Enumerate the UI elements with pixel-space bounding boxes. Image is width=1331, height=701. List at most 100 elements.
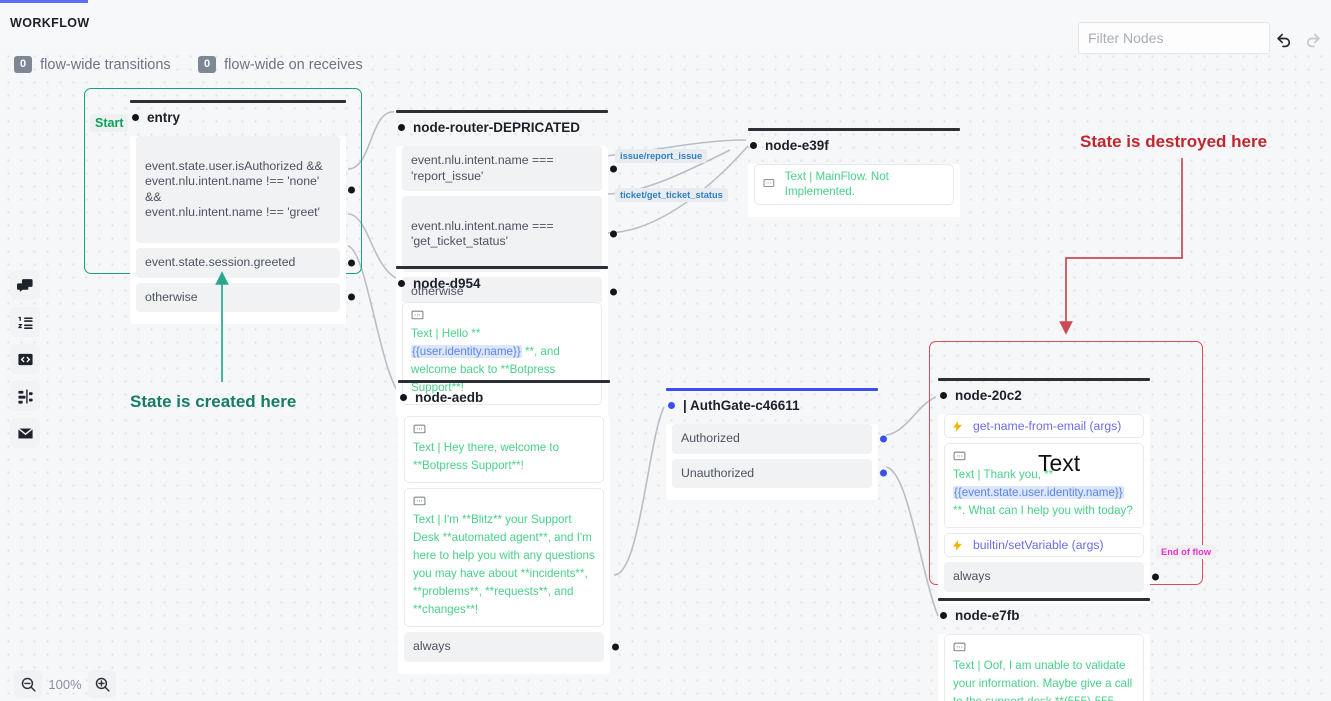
node-e39f[interactable]: node-e39f Text | MainFlow. Not Implement… [748,128,960,217]
node-20c2-title-row: node-20c2 [938,381,1150,409]
end-of-flow-badge: End of flow [1156,545,1217,559]
active-tab-accent [0,0,88,3]
node-router-transition-0[interactable]: event.nlu.intent.name === 'report_issue' [402,146,617,191]
node-20c2-action-0[interactable]: get-name-from-email (args) [944,414,1144,438]
node-d954-title-row: node-d954 [396,269,608,297]
node-e39f-inbound-dot[interactable] [750,141,757,149]
node-e39f-title-row: node-e39f [748,131,960,159]
node-e39f-card-0[interactable]: Text | MainFlow. Not Implemented. [754,164,954,205]
transition-outbound-dot[interactable] [880,469,887,477]
lightning-icon [953,420,962,432]
transition-text: Unauthorized [681,465,755,480]
node-e7fb-card-0[interactable]: Text | Oof, I am unable to validate your… [944,634,1144,701]
say-something-icon[interactable] [10,270,40,300]
node-entry-transition-1[interactable]: event.state.session.greeted [136,248,355,278]
link-label-ticket-get-ticket-status[interactable]: ticket/get_ticket_status [615,188,728,202]
node-e7fb-title-row: node-e7fb [938,601,1150,629]
node-20c2-card-1[interactable]: Text | Thank you, ** {{event.state.user.… [944,443,1144,528]
node-e7fb-card-0-text: Text | Oof, I am unable to validate your… [953,659,1133,701]
node-authgate-header-bar [666,388,878,391]
page-title: WORKFLOW [10,16,90,30]
router-split-icon[interactable] [10,381,40,411]
node-d954[interactable]: node-d954 Text | Hello ** {{user.identit… [396,266,608,417]
transition-outbound-dot[interactable] [348,259,355,267]
node-authgate[interactable]: | AuthGate-c46611 Authorized Unauthorize… [666,388,887,500]
receives-label: flow-wide on receives [224,56,363,73]
node-d954-card-0-text: Text | Hello ** {{user.identity.name}} *… [411,327,560,394]
node-authgate-body: Authorized Unauthorized [666,424,887,500]
listen-email-icon[interactable] [10,418,40,448]
node-authgate-transition-authorized[interactable]: Authorized [672,424,887,454]
node-20c2-card-1-text: Text | Thank you, ** {{event.state.user.… [953,468,1133,517]
standard-node-icon[interactable] [10,307,40,337]
node-aedb-transition-0[interactable]: always [404,632,619,662]
node-entry-inbound-dot[interactable] [132,113,139,121]
node-20c2-action-2[interactable]: builtin/setVariable (args) [944,533,1144,557]
transition-outbound-dot[interactable] [612,643,619,651]
transition-outbound-dot[interactable] [610,230,617,238]
transition-text: otherwise [411,284,464,298]
link-label-issue-report-issue[interactable]: issue/report_issue [615,149,708,163]
node-router-transition-2[interactable]: otherwise [402,277,617,307]
node-router[interactable]: node-router-DEPRICATED event.nlu.intent.… [396,110,617,319]
node-router-header-bar [396,110,608,113]
zoom-out-icon[interactable] [14,670,42,698]
zoom-controls: 100% [14,670,116,698]
node-router-transition-1[interactable]: event.nlu.intent.name === 'get_ticket_st… [402,196,617,272]
node-e7fb-header-bar [938,598,1150,601]
node-20c2-transition-0[interactable]: always [944,562,1159,592]
node-router-inbound-dot[interactable] [398,123,405,131]
node-entry[interactable]: entry event.state.user.isAuthorized && e… [130,100,355,324]
node-d954-inbound-dot[interactable] [398,279,405,287]
node-e7fb-inbound-dot[interactable] [940,611,947,619]
node-20c2-title: node-20c2 [955,387,1022,403]
node-20c2-body: get-name-from-email (args) Text | Thank … [938,414,1159,604]
flow-wide-transitions-chip[interactable]: 0 flow-wide transitions [14,56,171,73]
flow-wide-receives-chip[interactable]: 0 flow-wide on receives [198,56,363,73]
node-20c2-inbound-dot[interactable] [940,391,947,399]
node-entry-transition-0[interactable]: event.state.user.isAuthorized && event.n… [136,136,355,243]
redo-icon[interactable] [1300,26,1324,50]
message-icon [953,642,966,652]
transitions-label: flow-wide transitions [40,56,171,73]
node-aedb-header-bar [398,380,610,383]
node-e7fb-body: Text | Oof, I am unable to validate your… [938,634,1150,701]
top-bar: WORKFLOW 0 flow-wide transitions 0 flow-… [0,0,1331,73]
transition-outbound-dot[interactable] [880,435,887,443]
transition-outbound-dot[interactable] [610,288,617,296]
transition-text: event.nlu.intent.name === 'report_issue' [411,153,554,183]
node-authgate-transition-unauthorized[interactable]: Unauthorized [672,458,887,488]
node-entry-transition-2[interactable]: otherwise [136,282,355,312]
node-aedb-card-1[interactable]: Text | I'm **Blitz** your Support Desk *… [404,488,604,627]
node-aedb-inbound-dot[interactable] [400,393,407,401]
node-router-title-row: node-router-DEPRICATED [396,113,608,141]
node-aedb[interactable]: node-aedb Text | Hey there, welcome to *… [398,380,619,674]
node-entry-title: entry [147,109,181,125]
undo-icon[interactable] [1272,26,1296,50]
node-20c2[interactable]: node-20c2 get-name-from-email (args) Tex… [938,378,1159,604]
transition-outbound-dot[interactable] [1152,573,1159,581]
node-authgate-title: | AuthGate-c46611 [683,397,800,413]
transition-text: always [413,639,451,653]
node-e39f-card-0-text: Text | MainFlow. Not Implemented. [784,170,889,198]
transition-text: event.state.user.isAuthorized && event.n… [145,158,323,220]
transition-outbound-dot[interactable] [348,293,355,301]
node-authgate-title-row: | AuthGate-c46611 [666,391,878,419]
node-e7fb[interactable]: node-e7fb Text | Oof, I am unable to val… [938,598,1150,701]
zoom-in-icon[interactable] [88,670,116,698]
node-d954-card-0[interactable]: Text | Hello ** {{user.identity.name}} *… [402,302,602,405]
receives-count: 0 [198,56,217,73]
transition-outbound-dot[interactable] [348,186,355,193]
node-d954-title: node-d954 [413,275,481,291]
node-entry-header-bar [130,100,346,103]
node-entry-body: event.state.user.isAuthorized && event.n… [130,136,355,324]
node-authgate-inbound-dot[interactable] [668,401,675,409]
node-entry-title-row: entry [130,103,346,131]
node-d954-body: Text | Hello ** {{user.identity.name}} *… [396,302,608,417]
transition-outbound-dot[interactable] [610,165,617,172]
node-e7fb-title: node-e7fb [955,607,1020,623]
node-aedb-card-0[interactable]: Text | Hey there, welcome to **Botpress … [404,416,604,483]
filter-nodes-input[interactable] [1078,22,1270,54]
execute-code-icon[interactable] [10,344,40,374]
